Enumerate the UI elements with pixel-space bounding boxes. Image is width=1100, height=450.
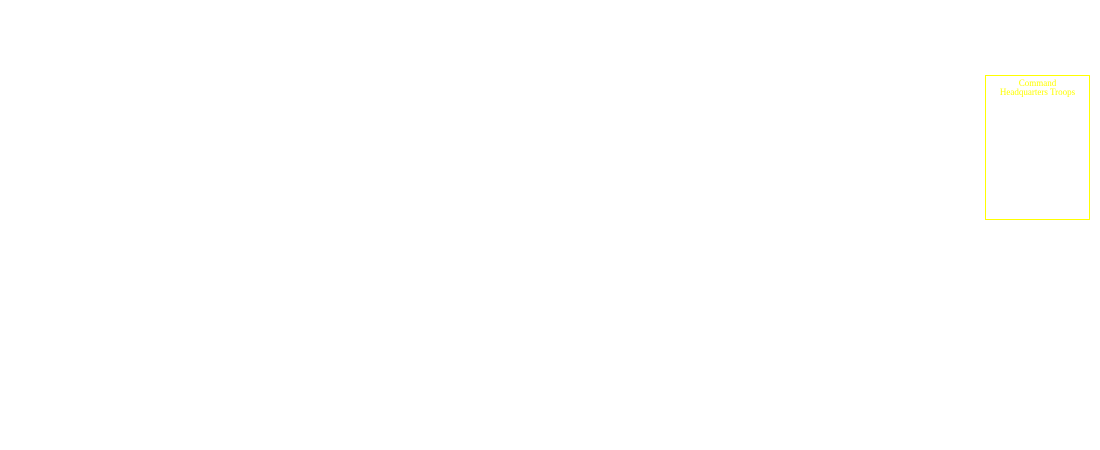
org-box-title-line-2: Headquarters Troops xyxy=(999,87,1076,97)
org-box-title: Command Headquarters Troops xyxy=(986,79,1089,97)
org-box-title-line-1: Command xyxy=(1018,78,1057,88)
command-headquarters-troops-box: Command Headquarters Troops xyxy=(985,75,1090,220)
